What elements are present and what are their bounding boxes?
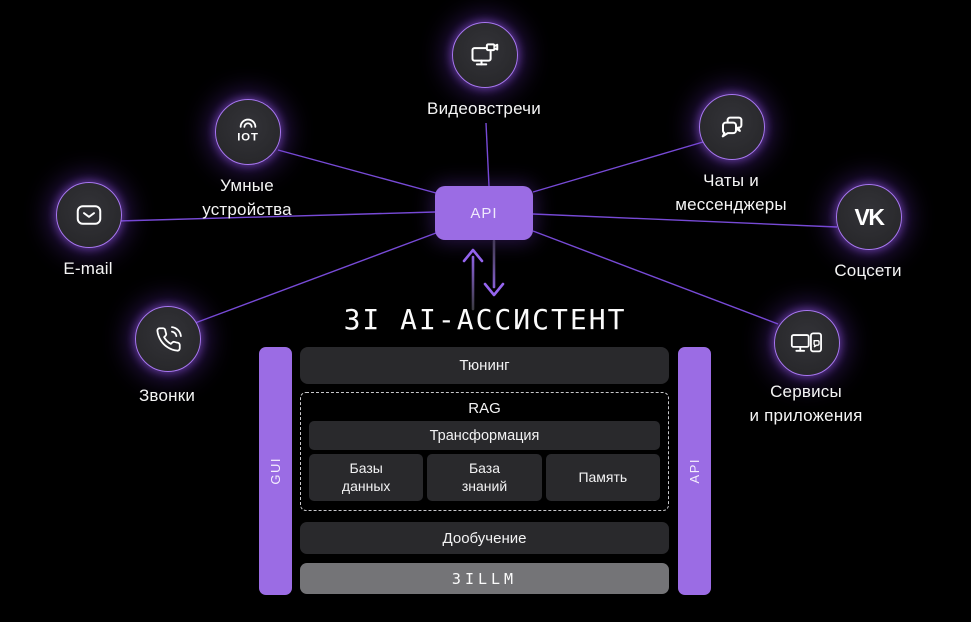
- assistant-block: GUI API Тюнинг RAG Трансформация Базы да…: [259, 346, 711, 597]
- channel-smart-devices: IOT Умные устройства: [202, 99, 292, 219]
- databases-box: Базы данных: [309, 454, 424, 501]
- api-bar: API: [678, 347, 711, 595]
- hub-connectors: [117, 122, 838, 325]
- channel-email: E-mail: [56, 182, 122, 278]
- channel-circle: [452, 22, 518, 88]
- monitor-camera-icon: [471, 43, 499, 66]
- channel-label: Умные устройства: [202, 176, 292, 220]
- channel-services-apps: Сервисы и приложения: [749, 310, 862, 425]
- chat-bubbles-icon: [721, 116, 743, 138]
- channel-chats-messengers: Чаты и мессенджеры: [675, 94, 787, 214]
- computer-phone-icon: [790, 331, 822, 352]
- data-flow-arrows: [462, 239, 505, 311]
- channel-label: E-mail: [63, 259, 113, 278]
- memory-box: Память: [545, 454, 660, 501]
- svg-text:IOT: IOT: [237, 132, 259, 144]
- gui-bar-label: GUI: [268, 457, 283, 485]
- channel-video-meetings: Видеовстречи: [427, 22, 541, 118]
- channel-circle: [135, 306, 201, 372]
- rag-container: RAG Трансформация Базы данных База знани…: [300, 392, 669, 511]
- page-title: 3I AI-АССИСТЕНТ: [343, 303, 627, 336]
- channel-circle: [56, 182, 122, 248]
- channel-label: Сервисы и приложения: [749, 382, 863, 426]
- api-bar-label: API: [687, 458, 702, 484]
- channel-circle: VK: [836, 184, 902, 250]
- channel-label: Чаты и мессенджеры: [675, 171, 787, 215]
- iot-icon: IOT: [237, 118, 259, 144]
- api-hub: API: [435, 186, 533, 240]
- knowledge-base-box: База знаний: [427, 454, 542, 501]
- envelope-icon: [76, 205, 102, 225]
- channel-calls: Звонки: [135, 306, 201, 405]
- gui-bar: GUI: [259, 347, 292, 595]
- rag-label: RAG: [468, 400, 501, 417]
- channel-label: Видеовстречи: [427, 99, 541, 118]
- tuning-box: Тюнинг: [300, 347, 669, 384]
- rag-row: Базы данных База знаний Память: [309, 454, 660, 501]
- channel-social-networks: VK Соцсети: [834, 184, 902, 280]
- vk-icon: VK: [854, 203, 885, 230]
- transformation-box: Трансформация: [309, 421, 660, 450]
- phone-icon: [155, 325, 182, 352]
- channel-circle: IOT: [215, 99, 281, 165]
- channel-label: Звонки: [138, 386, 196, 405]
- channel-label: Соцсети: [834, 261, 902, 280]
- channel-circle: [699, 94, 765, 160]
- llm-box: 3ILLM: [300, 563, 669, 594]
- arrow-down-head-icon: [483, 282, 505, 297]
- retraining-box: Дообучение: [300, 522, 669, 554]
- arrow-up-head-icon: [462, 248, 484, 263]
- channel-circle: [774, 310, 840, 376]
